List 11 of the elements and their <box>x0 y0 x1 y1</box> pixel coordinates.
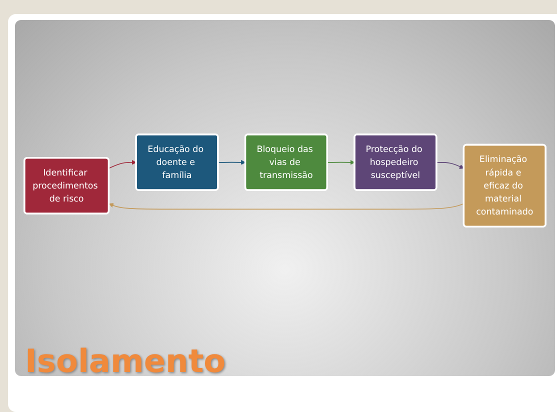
process-box: Protecção do hospedeiro susceptível <box>354 134 438 192</box>
arrow <box>327 160 355 166</box>
arrow <box>108 204 464 210</box>
process-box: Bloqueio das vias de transmissão <box>244 134 328 192</box>
process-box: Eliminação rápida e eficaz do material contaminado <box>462 144 546 228</box>
slide-title: Isolamento <box>25 342 226 380</box>
arrow <box>218 160 246 166</box>
process-box: Educação do doente e família <box>135 134 219 192</box>
arrow <box>108 160 137 170</box>
process-box: Identificar procedimentos de risco <box>24 158 110 215</box>
arrow <box>436 162 464 170</box>
